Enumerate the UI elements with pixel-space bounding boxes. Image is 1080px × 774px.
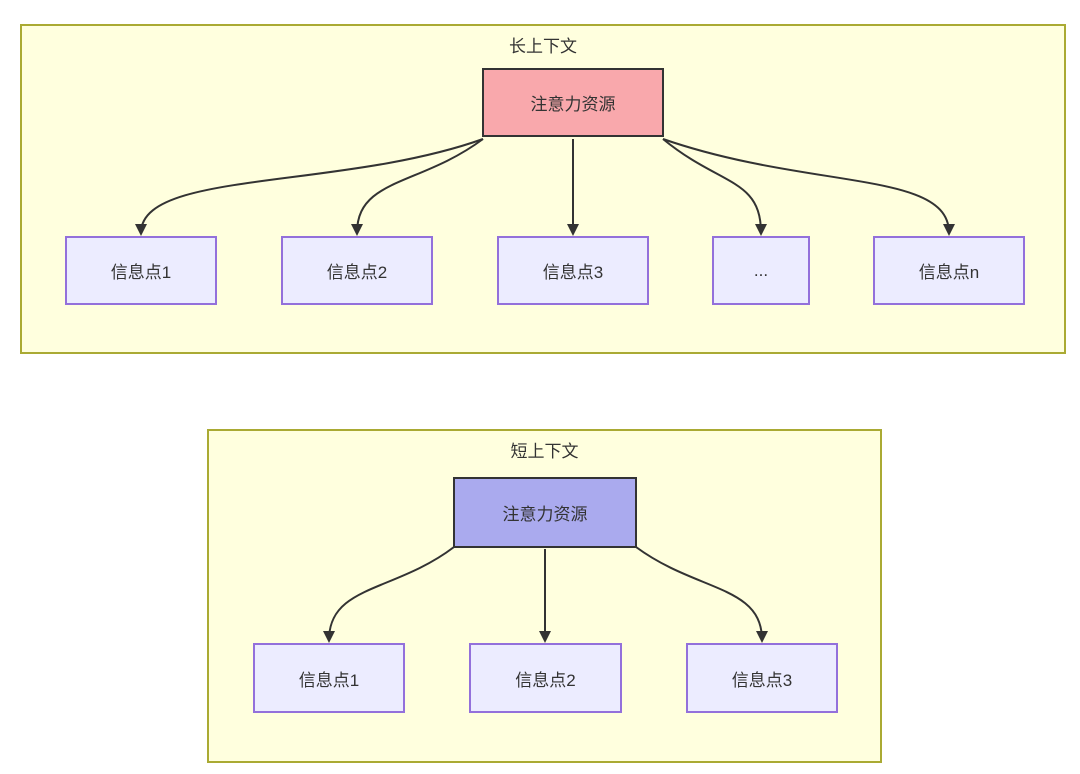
info-node-long-3: 信息点3 [497,236,649,305]
attention-node-short: 注意力资源 [453,477,637,548]
info-node-long-n: 信息点n [873,236,1025,305]
info-node-long-2: 信息点2 [281,236,433,305]
attention-node-long: 注意力资源 [482,68,664,137]
short-context-title: 短上下文 [510,442,579,461]
info-node-short-1: 信息点1 [253,643,405,713]
info-node-short-3: 信息点3 [686,643,838,713]
info-node-long-1: 信息点1 [65,236,217,305]
long-context-title: 长上下文 [509,37,577,56]
info-node-long-ellipsis: ... [712,236,810,305]
info-node-short-2: 信息点2 [469,643,622,713]
